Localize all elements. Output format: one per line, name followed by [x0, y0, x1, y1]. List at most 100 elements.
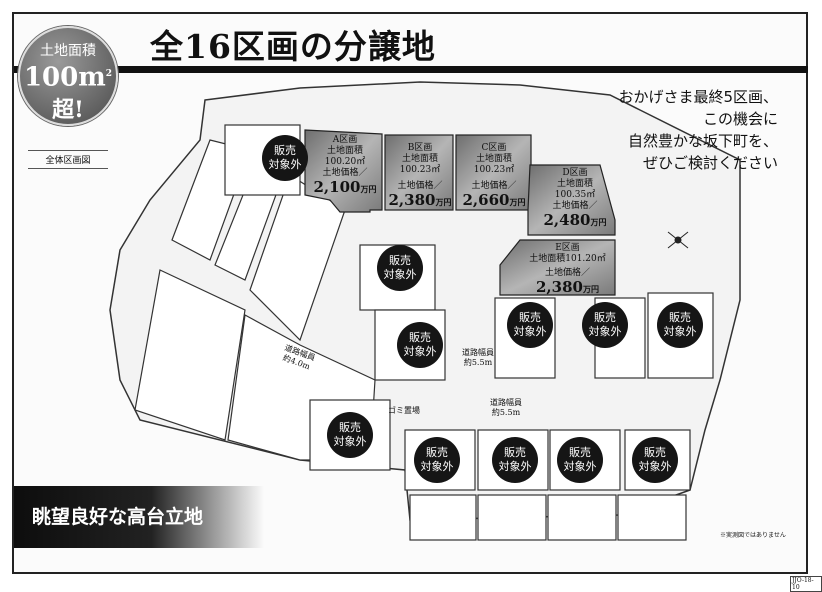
road-text: 約5.5m [463, 358, 493, 367]
lot-outline [477, 494, 547, 541]
not-for-sale-marker: 販売対象外 [414, 437, 460, 483]
lot-price: 2,480 [543, 211, 591, 229]
lot-c[interactable]: C区画 土地面積 100.23㎡ 土地価格／ 2,660万円 [458, 143, 530, 211]
badge-line1: 土地面積 [40, 43, 96, 59]
lot-price-unit: 万円 [509, 197, 526, 207]
lot-c-shape [455, 134, 532, 211]
overview-label: 全体区画図 [28, 150, 108, 169]
disclaimer-note: ※実測図ではありません [720, 532, 786, 539]
marker-line1: 販売 [339, 421, 361, 434]
lot-name: E区画 [555, 243, 580, 253]
promo-line: ぜひご検討ください [642, 154, 778, 172]
lot-price: 2,380 [536, 278, 583, 296]
lot-area: 101.20㎡ [565, 254, 606, 264]
lot-price: 2,100 [313, 178, 361, 196]
badge-line3: 超! [52, 96, 84, 123]
lot-price-unit: 万円 [360, 184, 377, 194]
promo-line: 自然豊かな坂下町を、 [627, 132, 778, 150]
not-for-sale-marker: 販売対象外 [262, 135, 308, 181]
not-for-sale-marker: 販売対象外 [327, 412, 373, 458]
marker-line1: 販売 [669, 311, 691, 324]
not-for-sale-marker: 販売対象外 [657, 302, 703, 348]
lot-price-unit: 万円 [590, 217, 607, 227]
lot-name: C区画 [481, 143, 507, 153]
marker-line2: 対象外 [513, 325, 547, 338]
marker-line1: 販売 [569, 446, 591, 459]
lot-area-label: 土地面積 [556, 179, 593, 189]
marker-line1: 販売 [409, 331, 431, 344]
marker-line1: 販売 [504, 446, 526, 459]
marker-line1: 販売 [274, 144, 296, 157]
lot-d[interactable]: D区画 土地面積 100.35㎡ 土地価格／ 2,480万円 [540, 168, 610, 231]
lot-name: B区画 [407, 143, 433, 153]
road-text: 約5.5m [491, 408, 521, 417]
lot-e[interactable]: E区画 土地面積101.20㎡ 土地価格／ 2,380万円 [520, 243, 615, 298]
marker-line2: 対象外 [383, 268, 417, 281]
promo-line: この機会に [702, 110, 778, 128]
road-text: 道路幅員 [462, 348, 494, 357]
marker-line2: 対象外 [588, 325, 622, 338]
promo-message: おかげさま最終5区画、 この機会に 自然豊かな坂下町を、 ぜひご検討ください [618, 86, 778, 174]
lot-outline [617, 494, 687, 541]
marker-line2: 対象外 [268, 158, 302, 171]
lot-price-label: 土地価格／ [552, 201, 598, 211]
badge-line2: 100m [23, 62, 106, 93]
lot-b-shape [384, 134, 454, 211]
lot-b[interactable]: B区画 土地面積 100.23㎡ 土地価格／ 2,380万円 [386, 143, 454, 211]
garbage-area-label: ゴミ置場 [388, 406, 420, 415]
title-divider [112, 66, 808, 73]
compass-icon [667, 231, 689, 249]
marker-line2: 対象外 [333, 435, 367, 448]
marker-line2: 対象外 [663, 325, 697, 338]
marker-line2: 対象外 [498, 460, 532, 473]
lot-name: A区画 [332, 135, 358, 145]
marker-line1: 販売 [519, 311, 541, 324]
lot-area: 100.20㎡ [324, 157, 366, 167]
lot-price: 2,380 [388, 191, 436, 209]
promo-line: おかげさま最終5区画、 [618, 88, 778, 106]
location-banner: 眺望良好な高台立地 [14, 486, 264, 548]
lot-outline [134, 269, 246, 441]
not-for-sale-marker: 販売対象外 [397, 322, 443, 368]
lot-d-shape [527, 164, 616, 236]
marker-line2: 対象外 [638, 460, 672, 473]
lot-area: 100.23㎡ [399, 165, 441, 175]
not-for-sale-marker: 販売対象外 [377, 245, 423, 291]
marker-line2: 対象外 [420, 460, 454, 473]
land-area-badge: 土地面積 100m2 超! [18, 26, 118, 126]
marker-line2: 対象外 [403, 345, 437, 358]
lot-price-label: 土地価格／ [544, 268, 590, 278]
lot-a[interactable]: A区画 土地面積 100.20㎡ 土地価格／ 2,100万円 [310, 135, 380, 198]
lot-price-label: 土地価格／ [397, 181, 443, 191]
page-title: 全16区画の分譲地 [150, 27, 436, 66]
marker-line1: 販売 [389, 254, 411, 267]
lot-price-label: 土地価格／ [471, 181, 517, 191]
marker-line1: 販売 [644, 446, 666, 459]
marker-line1: 販売 [594, 311, 616, 324]
lot-area-label: 土地面積 [401, 154, 438, 164]
lot-e-shape [499, 239, 616, 296]
marker-line1: 販売 [426, 446, 448, 459]
lot-price-unit: 万円 [435, 197, 452, 207]
lot-area-label: 土地面積 [326, 146, 363, 156]
lot-outline [409, 494, 477, 541]
lot-price-unit: 万円 [582, 284, 599, 294]
not-for-sale-marker: 販売対象外 [582, 302, 628, 348]
lot-area: 100.23㎡ [473, 165, 515, 175]
lot-area-label: 土地面積 [475, 154, 512, 164]
lot-name: D区画 [562, 168, 588, 178]
lot-outline [547, 494, 617, 541]
document-code: JJO-18-10 [790, 576, 822, 592]
lot-price: 2,660 [462, 191, 510, 209]
not-for-sale-marker: 販売対象外 [557, 437, 603, 483]
not-for-sale-marker: 販売対象外 [492, 437, 538, 483]
road-text: 道路幅員 [490, 398, 522, 407]
badge-unit-sup: 2 [105, 69, 113, 79]
road-width-label: 道路幅員約5.5m [462, 348, 494, 368]
not-for-sale-marker: 販売対象外 [507, 302, 553, 348]
lot-a-shape [304, 129, 383, 213]
not-for-sale-marker: 販売対象外 [632, 437, 678, 483]
marker-line2: 対象外 [563, 460, 597, 473]
road-width-label: 道路幅員約5.5m [490, 398, 522, 418]
lot-area: 100.35㎡ [554, 190, 596, 200]
